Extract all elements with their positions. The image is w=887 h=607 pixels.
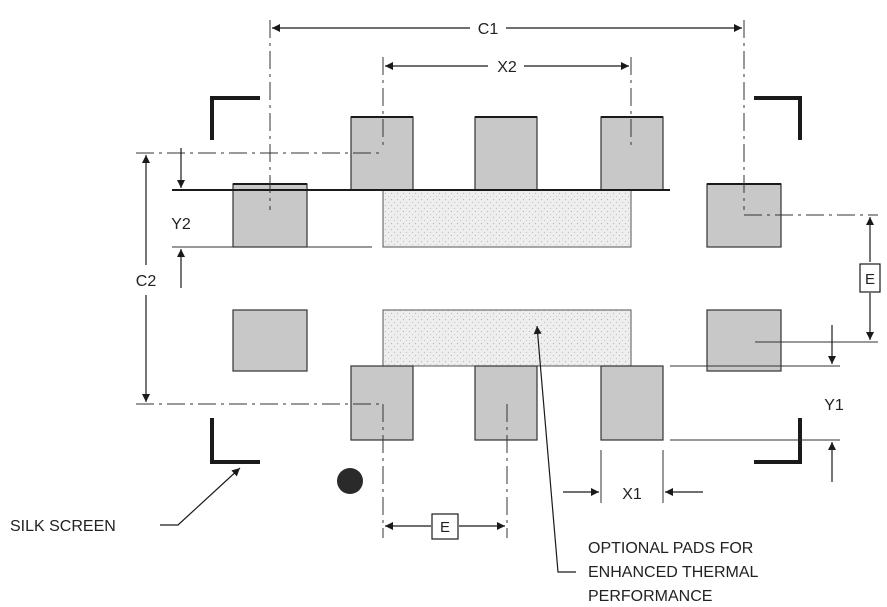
optional-pads-leader xyxy=(533,325,576,573)
silk-corner-top-right xyxy=(754,96,802,140)
dim-c2-label: C2 xyxy=(136,273,157,290)
optional-pads-label-line2: ENHANCED THERMAL xyxy=(588,564,759,581)
pad-left-bottom xyxy=(232,309,308,372)
silk-screen-leader xyxy=(160,467,241,526)
silk-screen-label: SILK SCREEN xyxy=(10,518,116,535)
pad-right-bottom xyxy=(706,309,782,372)
silk-corner-top-left xyxy=(210,96,260,140)
pad-bottom-2 xyxy=(474,365,538,441)
center-lines xyxy=(136,20,878,538)
pad-bottom-1 xyxy=(350,365,414,441)
dim-e-bottom-label: E xyxy=(440,519,450,536)
pad-top-3 xyxy=(600,116,664,191)
dim-x2-label: X2 xyxy=(497,59,517,76)
dim-x1-label: X1 xyxy=(622,486,642,503)
pad-bottom-3 xyxy=(600,365,664,441)
silk-corner-bottom-right xyxy=(754,418,802,464)
optional-pads-label-line3: PERFORMANCE xyxy=(588,588,712,605)
optional-pads-label-line1: OPTIONAL PADS FOR xyxy=(588,540,753,557)
pin1-dot xyxy=(337,468,363,494)
dim-e-right-label: E xyxy=(865,271,875,288)
dim-e-right-box xyxy=(859,263,881,293)
extension-lines xyxy=(172,246,878,503)
thermal-pad-bottom xyxy=(382,309,632,367)
dim-e-bottom-box xyxy=(431,513,459,540)
dim-c1-label: C1 xyxy=(478,21,499,38)
dim-y2-label: Y2 xyxy=(171,216,191,233)
thermal-pad-top xyxy=(382,189,632,248)
pad-left-top xyxy=(232,183,308,248)
dim-y1-label: Y1 xyxy=(824,397,844,414)
silk-corner-bottom-left xyxy=(210,418,260,464)
pad-top-2 xyxy=(474,116,538,191)
